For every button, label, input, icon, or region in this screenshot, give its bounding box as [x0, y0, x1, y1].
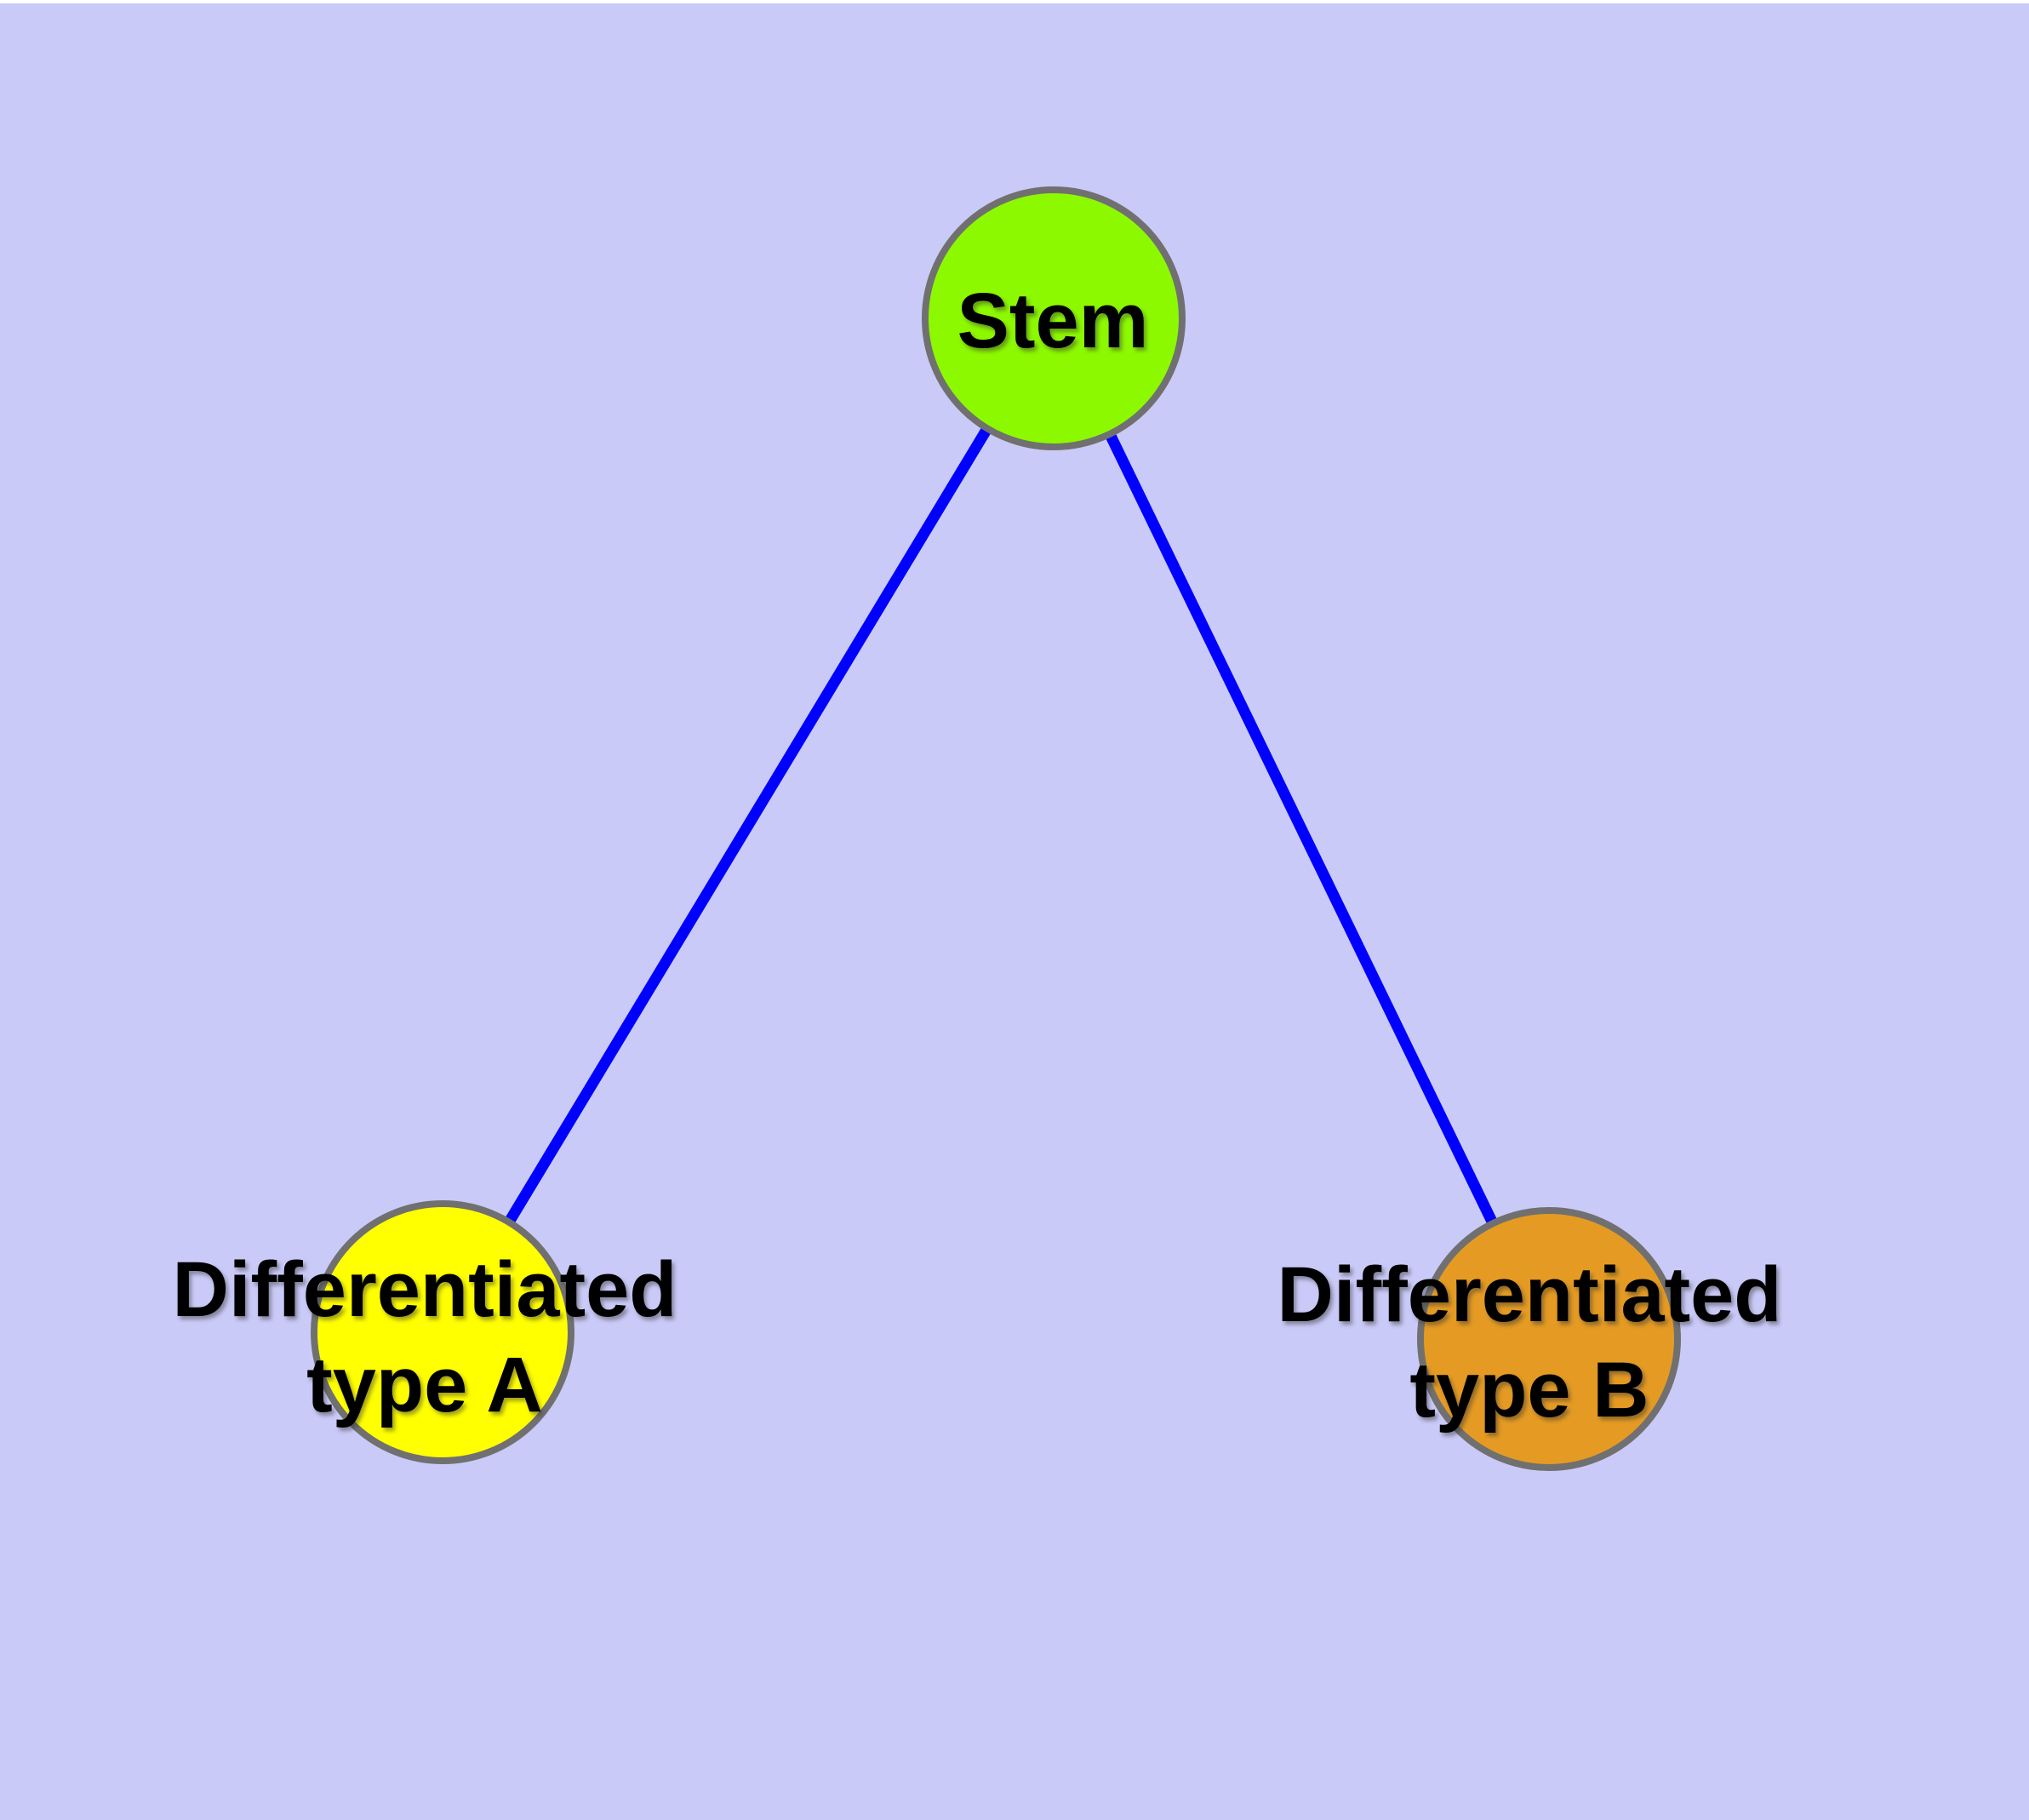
node-type-a-circle: [311, 1200, 574, 1464]
node-stem-circle: [922, 186, 1186, 450]
edge-stem-to-type-b: [1048, 312, 1555, 1345]
edge-stem-to-type-a: [437, 312, 1060, 1338]
node-type-b-circle: [1417, 1207, 1681, 1471]
